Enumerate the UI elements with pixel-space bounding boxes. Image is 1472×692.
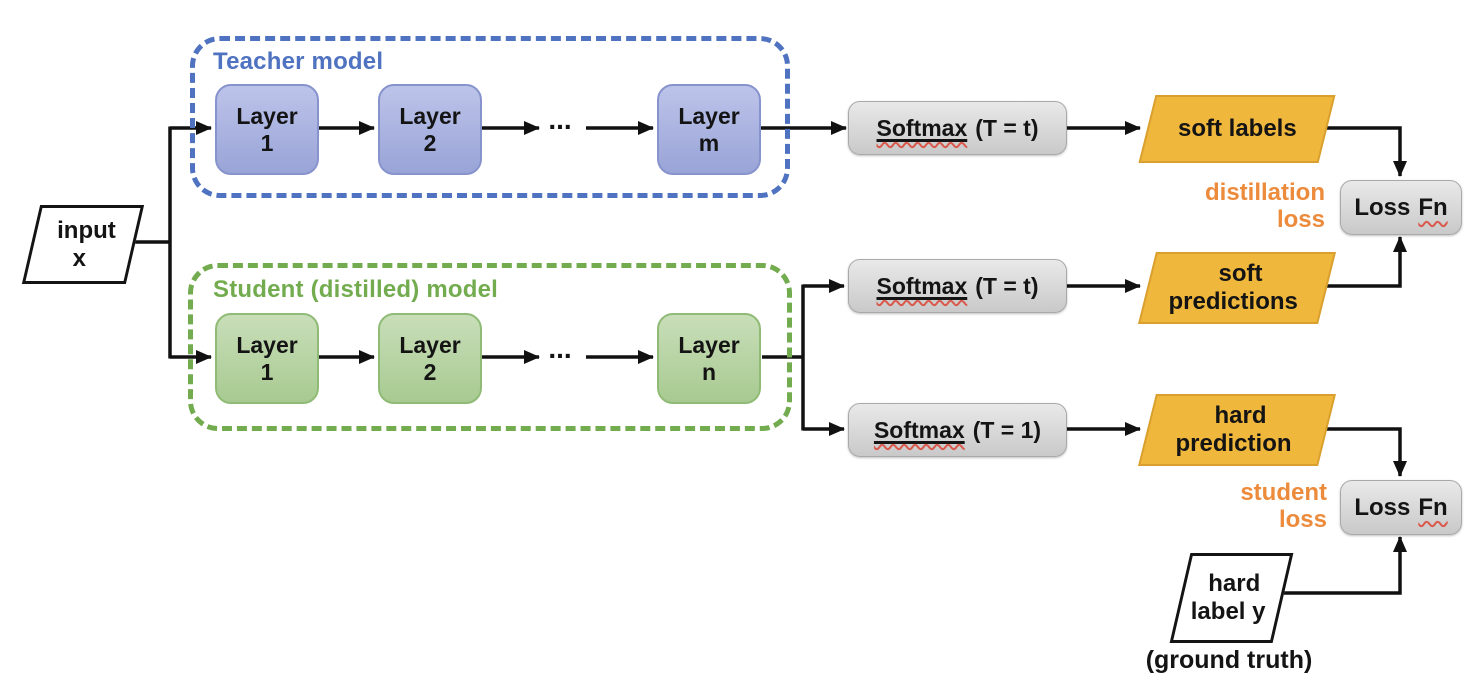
input-label-line1: input <box>56 216 116 244</box>
soft-labels-node: soft labels <box>1138 95 1336 163</box>
hard-label-node: hard label y <box>1169 553 1294 643</box>
distillation-loss-label: distillation loss <box>1165 179 1325 233</box>
student-softmax-soft-box: Softmax(T = t) <box>848 259 1067 313</box>
student-layer-1-word: Layer <box>236 331 298 358</box>
student-layer-2: Layer 2 <box>378 313 482 404</box>
teacher-layer-1-num: 1 <box>260 129 274 156</box>
teacher-layer-m-num: m <box>698 129 720 156</box>
student-layer-n-word: Layer <box>678 331 740 358</box>
student-softmax-soft-label: Softmax(T = t) <box>876 272 1039 299</box>
soft-labels-text: soft labels <box>1177 115 1297 142</box>
student-layer-1-num: 1 <box>260 358 274 385</box>
soft-predictions-line2: predictions <box>1168 288 1299 315</box>
hard-label-line1: hard <box>1208 570 1261 597</box>
soft-predictions-node: soft predictions <box>1138 252 1336 324</box>
teacher-ellipsis: ... <box>548 104 572 135</box>
hard-label-line2: label y <box>1190 598 1266 625</box>
teacher-layer-1-word: Layer <box>236 102 298 129</box>
input-label-line2: x <box>73 244 87 272</box>
teacher-layer-2-word: Layer <box>399 102 461 129</box>
student-layer-2-num: 2 <box>423 358 437 385</box>
teacher-layer-m-word: Layer <box>678 102 740 129</box>
student-layer-2-word: Layer <box>399 331 461 358</box>
input-node: input x <box>21 205 145 284</box>
teacher-layer-1: Layer 1 <box>215 84 319 175</box>
student-model-label: Student (distilled) model <box>213 276 498 303</box>
student-loss-line2: loss <box>1278 506 1327 533</box>
distillation-loss-line1: distillation <box>1205 179 1325 206</box>
teacher-layer-2: Layer 2 <box>378 84 482 175</box>
student-model-container <box>188 263 792 431</box>
hard-prediction-line2: prediction <box>1175 430 1292 457</box>
student-loss-line1: student <box>1240 479 1327 506</box>
soft-predictions-line1: soft <box>1218 260 1263 287</box>
student-loss-label: student loss <box>1167 479 1327 533</box>
student-layer-1: Layer 1 <box>215 313 319 404</box>
teacher-softmax-box: Softmax(T = t) <box>848 101 1067 155</box>
student-ellipsis: ... <box>548 333 572 364</box>
ground-truth-caption: (ground truth) <box>1145 646 1313 674</box>
teacher-softmax-label: Softmax(T = t) <box>876 114 1039 141</box>
student-softmax-hard-label: Softmax(T = 1) <box>873 416 1042 443</box>
teacher-model-container <box>190 36 790 198</box>
teacher-layer-m: Layer m <box>657 84 761 175</box>
student-softmax-hard-box: Softmax(T = 1) <box>848 403 1067 457</box>
student-layer-n: Layer n <box>657 313 761 404</box>
student-layer-n-num: n <box>701 358 717 385</box>
distillation-loss-line2: loss <box>1276 206 1325 233</box>
hard-prediction-line1: hard <box>1214 402 1267 429</box>
teacher-model-label: Teacher model <box>213 48 384 75</box>
hard-prediction-node: hard prediction <box>1138 394 1336 466</box>
teacher-layer-2-num: 2 <box>423 129 437 156</box>
